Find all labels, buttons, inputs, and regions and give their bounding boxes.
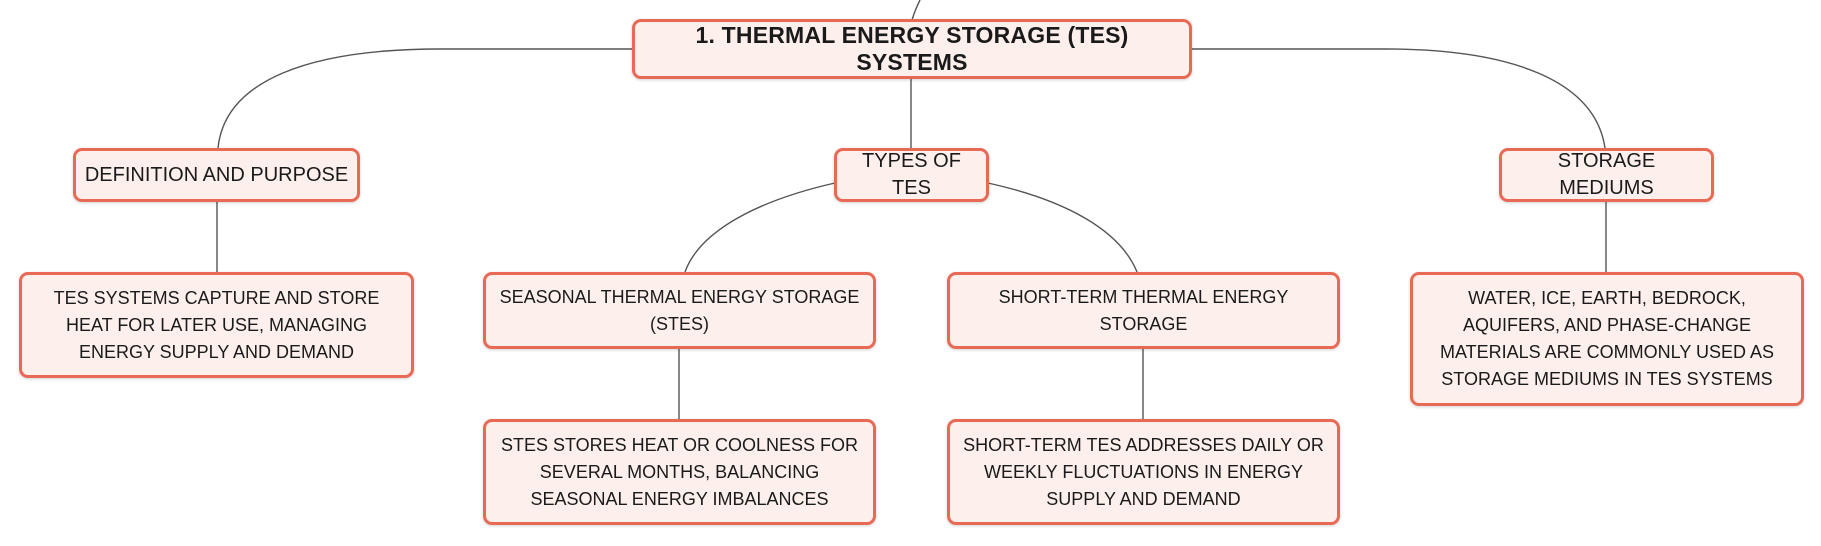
subtopic-short-term-detail-text: SHORT-TERM TES ADDRESSES DAILY OR WEEKLY… [963, 434, 1324, 509]
connector-types-shortterm [987, 182, 1138, 273]
connector-types-seasonal [684, 182, 836, 273]
subtopic-mediums-detail-text: WATER, ICE, EARTH, BEDROCK, AQUIFERS, AN… [1439, 288, 1775, 389]
topic-types-of-tes[interactable]: TYPES OF TES [834, 148, 989, 202]
subtopic-short-term-tes[interactable]: SHORT-TERM THERMAL ENERGY STORAGE [947, 272, 1340, 349]
root-topic[interactable]: 1. THERMAL ENERGY STORAGE (TES) SYSTEMS [632, 19, 1192, 79]
subtopic-definition-detail-text: TES SYSTEMS CAPTURE AND STORE HEAT FOR L… [53, 287, 380, 362]
subtopic-short-term-label: SHORT-TERM THERMAL ENERGY STORAGE [998, 286, 1289, 334]
topic-definition-label: DEFINITION AND PURPOSE [84, 163, 349, 186]
subtopic-definition-detail[interactable]: TES SYSTEMS CAPTURE AND STORE HEAT FOR L… [19, 272, 414, 378]
subtopic-short-term-detail[interactable]: SHORT-TERM TES ADDRESSES DAILY OR WEEKLY… [947, 419, 1340, 525]
topic-storage-mediums[interactable]: STORAGE MEDIUMS [1499, 148, 1714, 202]
connector-root-mediums [1192, 48, 1606, 149]
root-topic-label: 1. THERMAL ENERGY STORAGE (TES) SYSTEMS [695, 22, 1129, 75]
subtopic-mediums-detail[interactable]: WATER, ICE, EARTH, BEDROCK, AQUIFERS, AN… [1410, 272, 1804, 406]
subtopic-seasonal-detail[interactable]: STES STORES HEAT OR COOLNESS FOR SEVERAL… [483, 419, 876, 525]
connector-root-definition [217, 48, 632, 149]
topic-definition-and-purpose[interactable]: DEFINITION AND PURPOSE [73, 148, 360, 202]
subtopic-seasonal-detail-text: STES STORES HEAT OR COOLNESS FOR SEVERAL… [500, 434, 859, 509]
connector-root-parent [911, 0, 921, 21]
subtopic-seasonal-tes[interactable]: SEASONAL THERMAL ENERGY STORAGE (STES) [483, 272, 876, 349]
topic-types-label: TYPES OF TES [862, 150, 961, 199]
subtopic-seasonal-label: SEASONAL THERMAL ENERGY STORAGE (STES) [499, 286, 860, 334]
topic-mediums-label: STORAGE MEDIUMS [1557, 150, 1656, 199]
